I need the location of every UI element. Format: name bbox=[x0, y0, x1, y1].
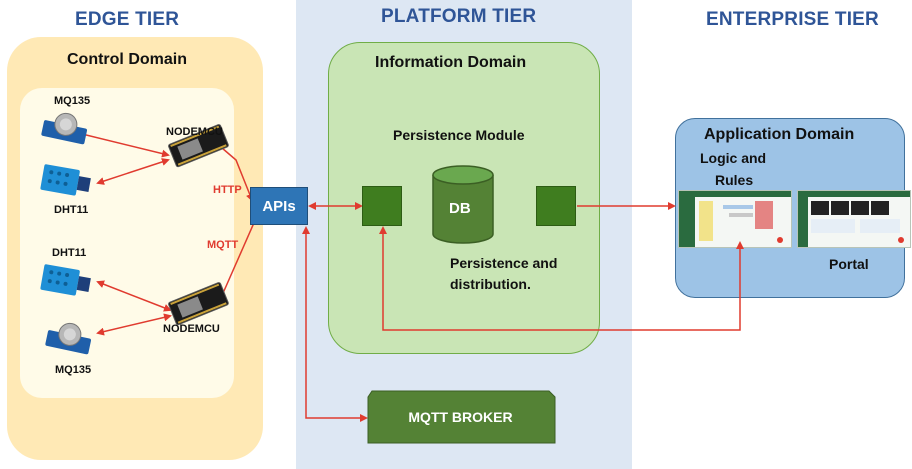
mq135-sensor-icon bbox=[45, 322, 92, 355]
nodemcu-board-icon bbox=[168, 124, 229, 168]
mq135-sensor-icon bbox=[41, 112, 88, 145]
persistence-distribution-label-line2: distribution. bbox=[450, 276, 531, 292]
persistence-module-label: Persistence Module bbox=[393, 127, 525, 143]
dht11-bottom-label: DHT11 bbox=[52, 247, 87, 259]
nodemcu-top-label: NODEMCU bbox=[166, 126, 223, 138]
enterprise-tier-title: ENTERPRISE TIER bbox=[706, 9, 879, 30]
platform-tier-title: PLATFORM TIER bbox=[381, 6, 537, 27]
link-mq135-nodemcu-bottom bbox=[96, 313, 172, 336]
link-nodemcu-top-apis bbox=[221, 147, 254, 202]
mq135-top-label: MQ135 bbox=[54, 95, 91, 107]
db-cylinder bbox=[432, 165, 494, 244]
persistence-distribution-label-line1: Persistence and bbox=[450, 255, 558, 271]
persistence-input-module bbox=[362, 186, 402, 226]
dht11-top-label: DHT11 bbox=[54, 204, 89, 216]
logic-rules-label-line2: Rules bbox=[715, 172, 754, 188]
logic-rules-label-line1: Logic and bbox=[700, 150, 767, 166]
persistence-output-module bbox=[536, 186, 576, 226]
application-domain-title: Application Domain bbox=[704, 126, 855, 143]
http-label: HTTP bbox=[213, 184, 242, 196]
mq135-bottom-label: MQ135 bbox=[55, 364, 92, 376]
edge-tier-title: EDGE TIER bbox=[75, 9, 180, 30]
apis-box: APIs bbox=[250, 187, 308, 225]
portal-label: Portal bbox=[829, 256, 869, 272]
link-app-module-loop bbox=[379, 226, 744, 331]
link-dht11-nodemcu-bottom bbox=[96, 280, 172, 312]
nodemcu-bottom-label: NODEMCU bbox=[163, 323, 220, 335]
link-dht11-nodemcu-top bbox=[96, 158, 170, 185]
mqtt-broker-shape bbox=[367, 390, 556, 444]
mqtt-broker-label: MQTT BROKER bbox=[408, 409, 513, 425]
portal-screenshot bbox=[797, 190, 911, 248]
link-apis-broker bbox=[302, 226, 368, 422]
dht11-sensor-icon bbox=[40, 264, 91, 296]
information-domain-title: Information Domain bbox=[375, 54, 527, 71]
db-label: DB bbox=[449, 200, 471, 217]
mqtt-label: MQTT bbox=[207, 239, 239, 251]
link-mq135-nodemcu-top bbox=[76, 130, 170, 158]
nodemcu-board-icon bbox=[168, 282, 229, 326]
link-nodemcu-bottom-apis bbox=[219, 214, 259, 301]
control-domain-title: Control Domain bbox=[67, 51, 187, 68]
dht11-sensor-icon bbox=[40, 164, 91, 196]
